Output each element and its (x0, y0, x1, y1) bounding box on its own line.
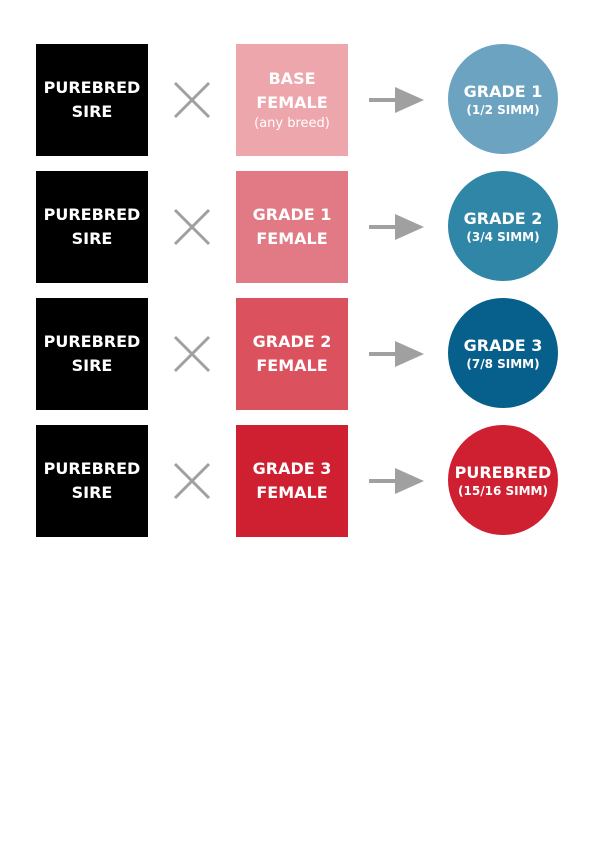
female-label-line2: FEMALE (256, 356, 328, 375)
cross-icon (173, 462, 211, 500)
purebred-sire-box: PUREBRED SIRE (36, 298, 148, 410)
breeding-row-2: PUREBRED SIRE GRADE 1 FEMALE GRADE 2 (3/… (0, 171, 595, 283)
female-label-line1: GRADE 1 (252, 205, 332, 224)
purebred-sire-box: PUREBRED SIRE (36, 171, 148, 283)
sire-label-line1: PUREBRED (43, 459, 141, 478)
sire-label-line2: SIRE (71, 102, 113, 121)
sire-label-line1: PUREBRED (43, 332, 141, 351)
sire-label-line2: SIRE (71, 483, 113, 502)
arrow-right-icon (369, 468, 424, 494)
result-circle: GRADE 2 (3/4 SIMM) (448, 171, 558, 281)
result-sub-label: (7/8 SIMM) (466, 356, 540, 371)
female-label-sub: (any breed) (254, 116, 330, 131)
female-label-line1: GRADE 3 (252, 459, 332, 478)
female-label-line2: FEMALE (256, 483, 328, 502)
cross-icon (173, 81, 211, 119)
breeding-row-4: PUREBRED SIRE GRADE 3 FEMALE PUREBRED (1… (0, 425, 595, 537)
purebred-sire-box: PUREBRED SIRE (36, 425, 148, 537)
result-label: GRADE 1 (463, 81, 543, 101)
result-sub-label: (15/16 SIMM) (458, 483, 548, 498)
female-box: GRADE 3 FEMALE (236, 425, 348, 537)
sire-label-line2: SIRE (71, 356, 113, 375)
result-sub-label: (3/4 SIMM) (466, 229, 540, 244)
female-label-line1: GRADE 2 (252, 332, 332, 351)
result-label: GRADE 2 (463, 208, 543, 228)
result-circle: PUREBRED (15/16 SIMM) (448, 425, 558, 535)
arrow-right-icon (369, 87, 424, 113)
female-box: GRADE 1 FEMALE (236, 171, 348, 283)
female-box: GRADE 2 FEMALE (236, 298, 348, 410)
cross-icon (173, 208, 211, 246)
cross-icon (173, 335, 211, 373)
female-label-line1: BASE (268, 69, 316, 88)
result-label: GRADE 3 (463, 335, 543, 355)
breeding-row-3: PUREBRED SIRE GRADE 2 FEMALE GRADE 3 (7/… (0, 298, 595, 410)
female-box: BASE FEMALE (any breed) (236, 44, 348, 156)
result-sub-label: (1/2 SIMM) (466, 102, 540, 117)
arrow-right-icon (369, 214, 424, 240)
sire-label-line1: PUREBRED (43, 205, 141, 224)
female-label-line2: FEMALE (256, 93, 328, 112)
breeding-row-1: PUREBRED SIRE BASE FEMALE (any breed) GR… (0, 44, 595, 156)
purebred-sire-box: PUREBRED SIRE (36, 44, 148, 156)
sire-label-line1: PUREBRED (43, 78, 141, 97)
result-label: PUREBRED (454, 462, 552, 482)
result-circle: GRADE 3 (7/8 SIMM) (448, 298, 558, 408)
female-label-line2: FEMALE (256, 229, 328, 248)
sire-label-line2: SIRE (71, 229, 113, 248)
arrow-right-icon (369, 341, 424, 367)
result-circle: GRADE 1 (1/2 SIMM) (448, 44, 558, 154)
